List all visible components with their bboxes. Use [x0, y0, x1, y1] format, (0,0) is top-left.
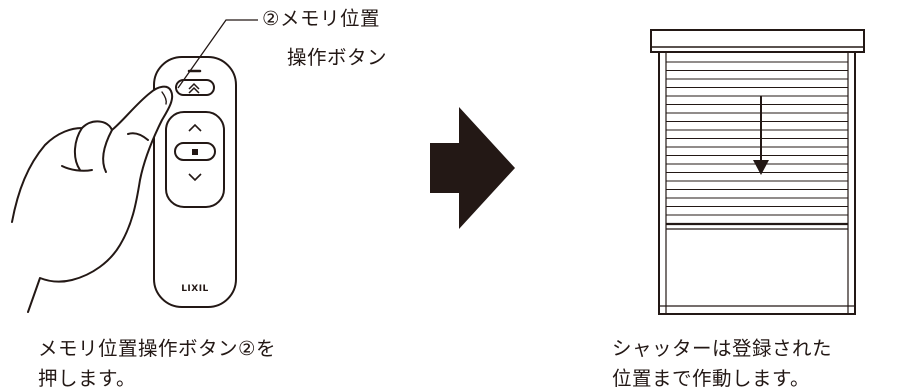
caption-left-line2: 押します。: [38, 367, 137, 390]
stop-button[interactable]: [174, 142, 216, 161]
arrow-right-icon: [430, 107, 515, 229]
caption-right-line1: シャッターは登録された: [612, 337, 833, 360]
control-pad: [165, 111, 225, 208]
hand: [11, 85, 174, 313]
down-button-icon[interactable]: [188, 173, 202, 182]
shutter-slats: [666, 61, 848, 216]
callout-label-line1: ②メモリ位置: [262, 7, 380, 30]
caption-left-line1: メモリ位置操作ボタン②を: [38, 337, 276, 360]
window-frame: [658, 51, 856, 315]
caption-right-line2: 位置まで作動します。: [612, 367, 811, 390]
shutter-box: [650, 29, 865, 53]
arrow-down-icon: [753, 160, 769, 175]
remote-logo: LIXIL: [181, 284, 209, 294]
callout-leader-line: [177, 19, 258, 89]
remote-control: LIXIL: [153, 56, 237, 308]
callout-label-line2: 操作ボタン: [287, 46, 388, 69]
shutter-window: [650, 29, 865, 315]
memory-button[interactable]: [175, 79, 215, 96]
remote-body: [153, 56, 237, 308]
stop-square-icon: [192, 149, 198, 155]
up-button-icon[interactable]: [188, 123, 202, 132]
